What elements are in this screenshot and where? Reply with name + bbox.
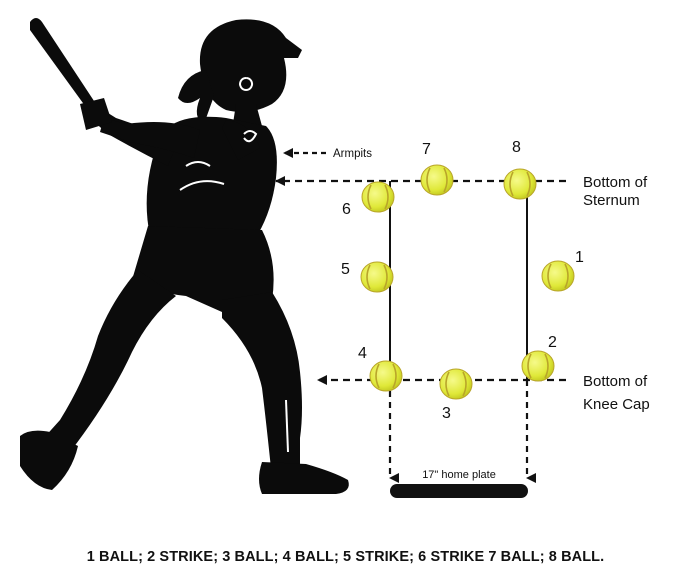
ball-number-2: 2 bbox=[548, 334, 557, 351]
softball bbox=[439, 368, 473, 400]
sternum-label-line1: Bottom of bbox=[583, 174, 648, 191]
ball-number-7: 7 bbox=[422, 141, 431, 158]
softball bbox=[369, 360, 403, 392]
uniform-details bbox=[179, 77, 289, 453]
sternum-label-line2: Sternum bbox=[583, 192, 640, 209]
softball bbox=[541, 260, 575, 292]
reference-lines bbox=[275, 148, 566, 483]
home-plate bbox=[390, 484, 528, 498]
ball-number-3: 3 bbox=[442, 405, 451, 422]
knee-label-line1: Bottom of bbox=[583, 373, 648, 390]
armpits-label: Armpits bbox=[333, 148, 372, 160]
calls-caption: 1 BALL; 2 STRIKE; 3 BALL; 4 BALL; 5 STRI… bbox=[86, 549, 605, 565]
ball-number-5: 5 bbox=[341, 261, 350, 278]
softball bbox=[420, 164, 454, 196]
batter-silhouette bbox=[20, 18, 349, 494]
softball bbox=[360, 261, 394, 293]
softball bbox=[521, 350, 555, 382]
ball-number-4: 4 bbox=[358, 345, 367, 362]
softball bbox=[503, 168, 537, 200]
plate-label: 17" home plate bbox=[422, 469, 496, 481]
ball-number-6: 6 bbox=[342, 201, 351, 218]
ball-number-8: 8 bbox=[512, 139, 521, 156]
softball bbox=[361, 181, 395, 213]
ball-number-1: 1 bbox=[575, 249, 584, 266]
strike-zone-box bbox=[389, 181, 528, 380]
knee-label-line2: Knee Cap bbox=[583, 396, 650, 413]
